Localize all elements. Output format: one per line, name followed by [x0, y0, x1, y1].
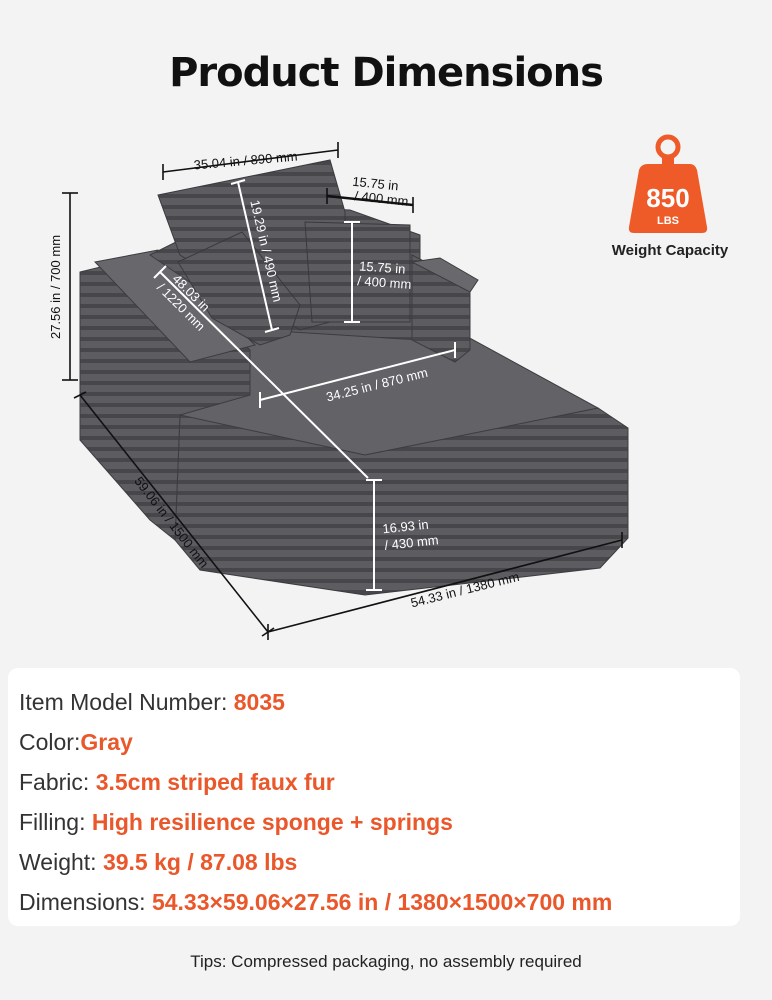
sofa-right-arm-top: [410, 257, 479, 293]
spec-value: High resilience sponge + springs: [91, 809, 453, 835]
spec-value: 54.33×59.06×27.56 in / 1380×1500×700 mm: [151, 889, 613, 915]
product-dimension-figure: 35.04 in / 890 mm 27.56 in / 700 mm 59.0…: [48, 134, 708, 640]
spec-value: 3.5cm striped faux fur: [95, 769, 335, 795]
weight-icon: 850 LBS: [628, 134, 708, 233]
spec-label: Filling:: [19, 809, 92, 835]
tips-text: Tips: Compressed packaging, no assembly …: [190, 952, 582, 971]
spec-label: Color:: [19, 729, 81, 755]
spec-row-model: Item Model Number: 8035: [19, 685, 285, 719]
spec-row-weight: Weight: 39.5 kg / 87.08 lbs: [19, 845, 297, 879]
spec-value: 8035: [233, 689, 285, 715]
spec-label: Weight:: [19, 849, 103, 875]
sofa-seat-front: [174, 407, 629, 596]
badge-caption: Weight Capacity: [611, 242, 729, 259]
sofa-illustration: [79, 159, 629, 596]
spec-row-dimensions: Dimensions: 54.33×59.06×27.56 in / 1380×…: [19, 885, 612, 919]
spec-row-filling: Filling: High resilience sponge + spring…: [19, 805, 453, 839]
dim-total-height: 27.56 in / 700 mm: [48, 235, 63, 339]
dimension-lines: [62, 142, 623, 640]
dim-pillow-width-line2: / 400 mm: [354, 188, 409, 209]
badge-value: 850: [646, 183, 689, 213]
spec-label: Fabric:: [19, 769, 96, 795]
page-title: Product Dimensions: [169, 50, 604, 96]
spec-row-color: Color:Gray: [19, 725, 133, 759]
spec-value: Gray: [80, 729, 133, 755]
spec-label: Item Model Number:: [19, 689, 234, 715]
badge-unit: LBS: [657, 215, 679, 227]
dim-back-width: 35.04 in / 890 mm: [193, 149, 298, 173]
dimension-lines-inner: [153, 179, 456, 591]
dim-seat-height-line2: / 430 mm: [384, 532, 439, 553]
dim-pillow-height-line2: / 400 mm: [357, 273, 412, 292]
dim-pillow-height-line1: 15.75 in: [359, 258, 406, 276]
spec-card: Item Model Number: 8035 Color:Gray Fabri…: [8, 668, 740, 926]
sofa-left-arm: [94, 249, 256, 363]
pillow-right: [304, 221, 411, 323]
spec-value: 39.5 kg / 87.08 lbs: [102, 849, 298, 875]
spec-label: Dimensions:: [19, 889, 152, 915]
dim-seat-height-line1: 16.93 in: [382, 517, 430, 537]
dim-pillow-width-line1: 15.75 in: [352, 174, 400, 194]
spec-row-fabric: Fabric: 3.5cm striped faux fur: [19, 765, 335, 799]
